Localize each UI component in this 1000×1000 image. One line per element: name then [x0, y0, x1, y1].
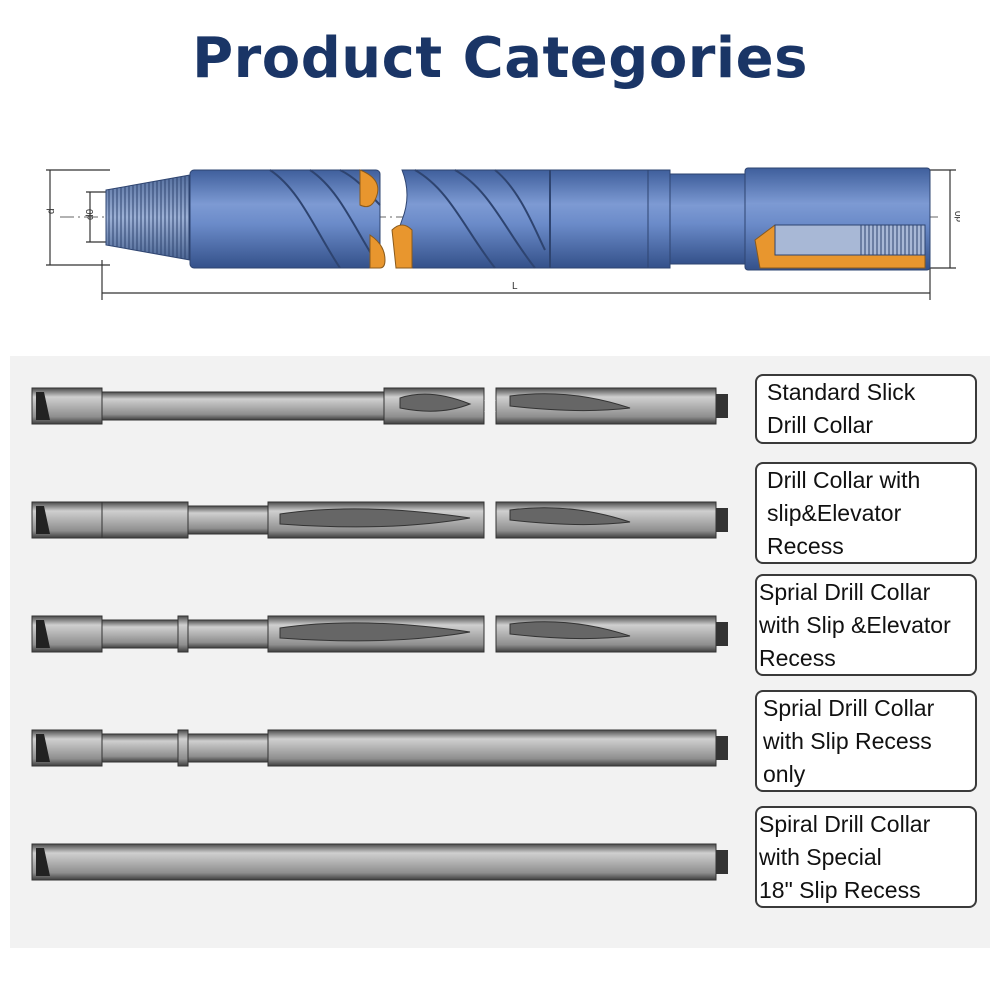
label-line: Sprial Drill Collar	[759, 578, 931, 605]
page-title: Product Categories	[192, 26, 808, 91]
label-line: 18" Slip Recess	[759, 876, 921, 903]
catalog-panel: Standard Slick Drill Collar Drill Collar…	[10, 356, 990, 948]
dim-label-d0-left: d0	[85, 208, 96, 220]
label-drill-collar-slip-elevator: Drill Collar with slip&Elevator Recess	[755, 462, 977, 564]
label-line: Recess	[759, 644, 836, 671]
label-spiral-slip-recess-only: Sprial Drill Collar with Slip Recess onl…	[755, 690, 977, 792]
label-line: with Special	[759, 843, 882, 870]
elevator-shoulder	[647, 169, 671, 269]
label-spiral-special-slip-recess: Spiral Drill Collar with Special 18" Sli…	[755, 806, 977, 908]
break-orange-left	[359, 169, 379, 208]
label-line: slip&Elevator	[767, 499, 902, 526]
collar-slip-elevator	[31, 501, 728, 539]
label-line: Sprial Drill Collar	[763, 694, 935, 721]
dim-label-d0-right: d0	[954, 210, 960, 222]
dim-label-length: L	[512, 281, 518, 292]
label-line: Standard Slick	[767, 379, 916, 405]
dim-label-d: d	[46, 208, 57, 214]
spiral-grooves-right	[414, 169, 551, 269]
label-line: Spiral Drill Collar	[759, 810, 931, 837]
collar-spiral-slip-elevator	[31, 615, 728, 653]
label-standard-slick-drill-collar: Standard Slick Drill Collar	[755, 374, 977, 444]
label-line: Drill Collar	[767, 412, 874, 438]
drill-collar-diagram: d d0 d0 L	[46, 167, 960, 300]
collar-standard-slick	[31, 387, 728, 425]
label-line: with Slip Recess	[763, 727, 932, 754]
collar-body-left	[189, 169, 381, 269]
collar-spiral-slip-only	[31, 729, 728, 767]
label-spiral-slip-elevator: Sprial Drill Collar with Slip &Elevator …	[755, 574, 977, 676]
label-line: only	[763, 760, 806, 787]
label-line: Recess	[767, 532, 844, 559]
collar-spiral-special-slip	[31, 843, 728, 881]
label-line: Drill Collar with	[767, 466, 921, 493]
label-line: with Slip &Elevator	[759, 611, 951, 638]
